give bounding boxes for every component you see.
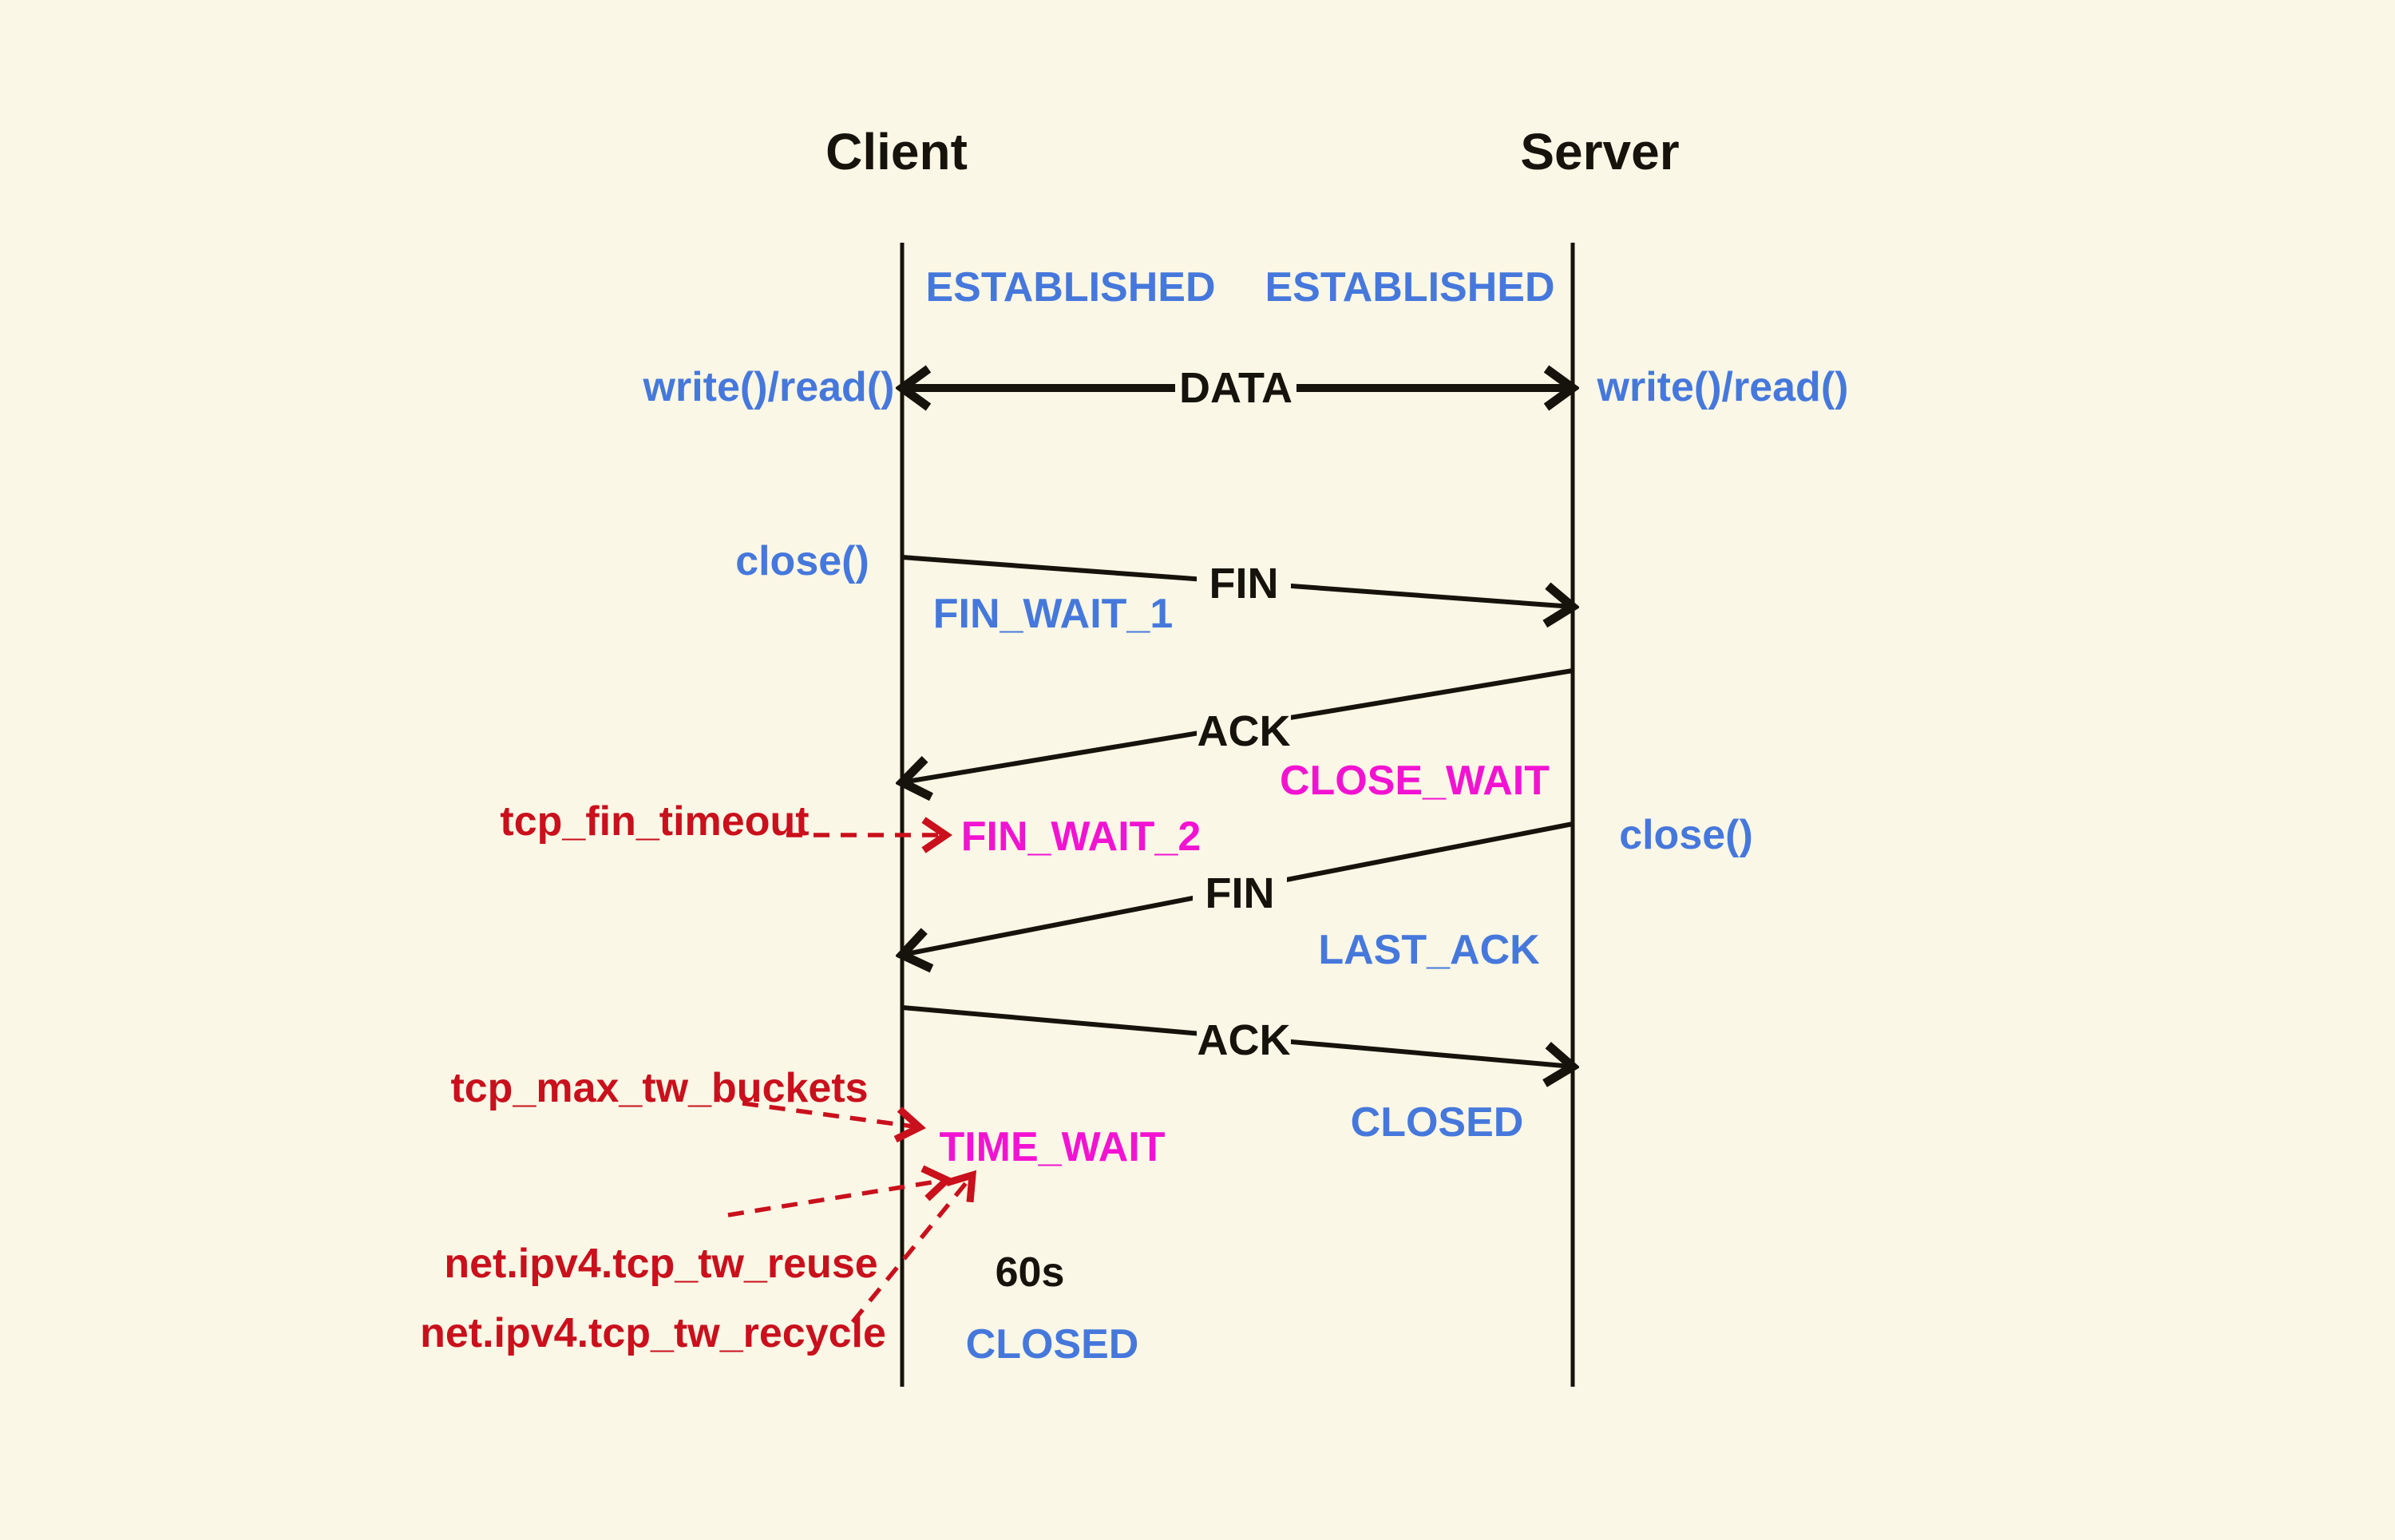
arrow-ack-from-server-label: ACK — [1198, 707, 1291, 755]
state-closed-server: CLOSED — [1351, 1099, 1524, 1146]
state-fin-wait-1: FIN_WAIT_1 — [933, 591, 1174, 637]
syscall-write-read-client: write()/read() — [643, 364, 895, 410]
arrow-data-label-mask — [1175, 364, 1296, 412]
syscall-close-server: close() — [1619, 812, 1753, 858]
timer-60s: 60s — [996, 1249, 1065, 1296]
arrow-fin-from-server-label: FIN — [1205, 869, 1275, 917]
state-close-wait: CLOSE_WAIT — [1280, 758, 1550, 804]
param-arrow-max-tw-buckets — [742, 1101, 920, 1127]
arrow-fin-from-client-label-mask — [1197, 560, 1291, 608]
state-time-wait: TIME_WAIT — [939, 1124, 1165, 1170]
arrow-ack-from-server-label-mask — [1197, 707, 1291, 755]
param-arrow-tw-recycle — [850, 1175, 972, 1324]
param-tcp-tw-reuse: net.ipv4.tcp_tw_reuse — [444, 1241, 877, 1287]
server-title: Server — [1520, 123, 1679, 180]
state-last-ack: LAST_ACK — [1318, 927, 1540, 973]
param-arrow-tw-reuse — [727, 1180, 947, 1217]
param-tcp-tw-recycle: net.ipv4.tcp_tw_recycle — [420, 1310, 886, 1356]
syscall-close-client: close() — [735, 538, 869, 584]
state-established-client: ESTABLISHED — [925, 264, 1215, 311]
arrow-ack-from-client-label-mask — [1197, 1016, 1291, 1064]
param-tcp-max-tw-buckets: tcp_max_tw_buckets — [450, 1065, 868, 1111]
state-fin-wait-2: FIN_WAIT_2 — [961, 814, 1201, 860]
arrow-fin-from-client-label: FIN — [1209, 560, 1279, 608]
state-closed-client: CLOSED — [966, 1321, 1139, 1368]
arrow-data-label: DATA — [1179, 364, 1293, 412]
arrow-ack-from-client-label: ACK — [1198, 1016, 1291, 1064]
param-tcp-fin-timeout: tcp_fin_timeout — [500, 798, 809, 845]
state-established-server: ESTABLISHED — [1265, 264, 1554, 311]
syscall-write-read-server: write()/read() — [1597, 364, 1849, 410]
client-title: Client — [825, 123, 968, 180]
arrow-fin-from-server-label-mask — [1193, 869, 1287, 917]
